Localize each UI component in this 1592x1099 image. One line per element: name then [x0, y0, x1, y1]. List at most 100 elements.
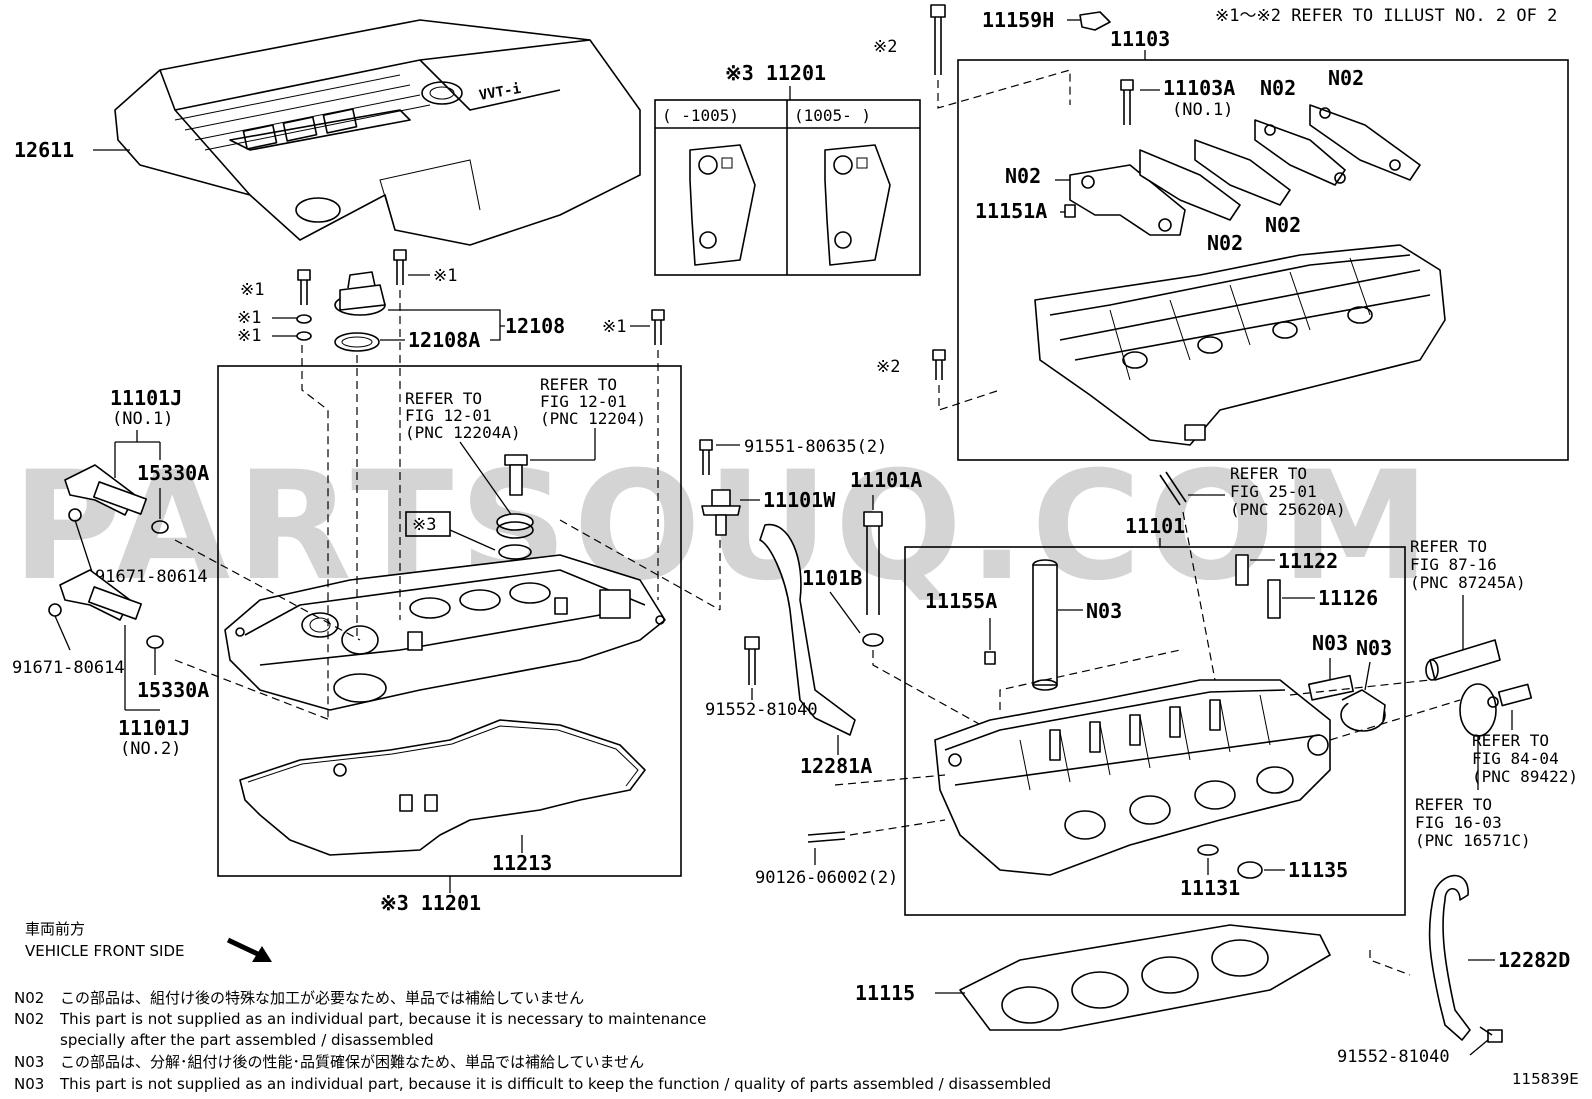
engine-hanger-12282D[interactable]	[1428, 874, 1471, 1041]
label-11131[interactable]: 11131	[1180, 876, 1240, 900]
label-11126[interactable]: 11126	[1318, 586, 1378, 610]
ref5-line1[interactable]: REFER TO	[1472, 731, 1549, 750]
bolt-11103A[interactable]	[1120, 79, 1134, 125]
label-n02-b[interactable]: N02	[1328, 66, 1364, 90]
bolt-mark1-right[interactable]	[651, 309, 665, 345]
label-91552-2[interactable]: 91552-81040	[1337, 1047, 1450, 1067]
label-n03-b[interactable]: N03	[1312, 631, 1348, 655]
label-n02-c[interactable]: N02	[1005, 164, 1041, 188]
label-11159H[interactable]: 11159H	[982, 8, 1054, 32]
ref1-line2[interactable]: FIG 12-01	[405, 406, 492, 425]
label-12108A[interactable]: 12108A	[408, 328, 480, 352]
label-11101J-1[interactable]: 11101J	[110, 386, 182, 410]
washer-mark1-b[interactable]	[296, 331, 312, 341]
label-11101A[interactable]: 11101A	[850, 468, 922, 492]
label-91671-2[interactable]: 91671-80614	[12, 658, 125, 678]
label-15330A-1[interactable]: 15330A	[137, 461, 209, 485]
label-11101J-2[interactable]: 11101J	[118, 716, 190, 740]
bolt-11101A[interactable]	[863, 511, 883, 615]
plug-11135[interactable]	[1237, 861, 1263, 879]
label-11103A[interactable]: 11103A	[1163, 76, 1235, 100]
label-12611[interactable]: 12611	[14, 138, 74, 162]
label-91552-1[interactable]: 91552-81040	[705, 700, 818, 720]
oil-filler-cap-12108[interactable]	[334, 271, 386, 316]
label-n03-c[interactable]: N03	[1356, 636, 1392, 660]
gasket-11213[interactable]	[239, 719, 646, 856]
ref2-line1[interactable]: REFER TO	[540, 375, 617, 394]
label-n02-a[interactable]: N02	[1260, 76, 1296, 100]
ocv-valve-no1[interactable]	[64, 464, 148, 522]
pcv-grommet[interactable]	[496, 513, 534, 560]
ref3-line2[interactable]: FIG 25-01	[1230, 482, 1317, 501]
bolt-91552-right[interactable]	[1479, 1026, 1503, 1043]
pcv-fitting[interactable]	[504, 454, 528, 496]
head-gasket-11115[interactable]	[959, 924, 1331, 1031]
label-n03-a[interactable]: N03	[1086, 599, 1122, 623]
ref4-line1[interactable]: REFER TO	[1410, 537, 1487, 556]
dowel-11151A[interactable]	[1064, 204, 1076, 218]
label-90126[interactable]: 90126-06002(2)	[755, 868, 898, 888]
stud-25620A[interactable]	[1159, 471, 1187, 506]
ref1-line3[interactable]: (PNC 12204A)	[405, 423, 521, 442]
plug-11131[interactable]	[1197, 844, 1219, 856]
part-11159H[interactable]	[1079, 11, 1111, 31]
engine-hanger-12281A[interactable]	[759, 523, 856, 736]
label-11151A[interactable]: 11151A	[975, 199, 1047, 223]
stud-90126[interactable]	[807, 831, 846, 843]
cup-n03[interactable]	[1340, 689, 1386, 732]
bolt-mark2-mid[interactable]	[932, 349, 946, 380]
label-11115[interactable]: 11115	[855, 981, 915, 1005]
label-11101B[interactable]: 11101B	[790, 566, 862, 590]
washer-11101B[interactable]	[862, 633, 884, 647]
label-n02-e[interactable]: N02	[1207, 231, 1243, 255]
o-ring-15330A-1[interactable]	[151, 520, 169, 534]
sensor-11101W[interactable]	[701, 489, 741, 536]
ref6-line1[interactable]: REFER TO	[1415, 795, 1492, 814]
ref2-line2[interactable]: FIG 12-01	[540, 392, 627, 411]
ocv-valve-no2[interactable]	[48, 569, 143, 621]
ref2-line3[interactable]: (PNC 12204)	[540, 409, 646, 428]
label-12282D[interactable]: 12282D	[1498, 948, 1570, 972]
sensor-89422[interactable]	[1487, 683, 1533, 708]
cup-16571C[interactable]	[1459, 683, 1497, 737]
label-91671-1[interactable]: 91671-80614	[95, 567, 208, 587]
o-ring-15330A-2[interactable]	[146, 635, 164, 649]
label-n02-d[interactable]: N02	[1265, 213, 1301, 237]
label-11101W[interactable]: 11101W	[763, 488, 836, 512]
bolt-mark1-left[interactable]	[297, 269, 311, 305]
ref5-line2[interactable]: FIG 84-04	[1472, 749, 1559, 768]
label-12281A[interactable]: 12281A	[800, 754, 872, 778]
guide-11126[interactable]	[1267, 579, 1281, 619]
guide-11122[interactable]	[1235, 554, 1249, 586]
bolt-91551[interactable]	[699, 439, 713, 475]
label-11213[interactable]: 11213	[492, 851, 552, 875]
label-11155A[interactable]: 11155A	[925, 589, 997, 613]
dowel-11155A[interactable]	[984, 651, 996, 665]
bearing-caps-n02[interactable]	[1069, 104, 1421, 236]
engine-cover-part[interactable]: VVT-i	[114, 19, 641, 246]
gasket-12108A[interactable]	[334, 332, 380, 352]
label-91551[interactable]: 91551-80635(2)	[744, 437, 887, 457]
plug-n03[interactable]	[1307, 674, 1354, 701]
bolt-mark2-top[interactable]	[930, 4, 946, 75]
ref3-line1[interactable]: REFER TO	[1230, 464, 1307, 483]
camshaft-housing[interactable]	[1034, 244, 1446, 446]
valve-cover[interactable]	[224, 554, 666, 711]
label-11103[interactable]: 11103	[1110, 27, 1170, 51]
ref6-line3[interactable]: (PNC 16571C)	[1415, 831, 1531, 850]
bolt-91552-left[interactable]	[744, 636, 760, 685]
washer-mark1-a[interactable]	[296, 314, 312, 324]
ref3-line3[interactable]: (PNC 25620A)	[1230, 500, 1346, 519]
label-11122[interactable]: 11122	[1278, 549, 1338, 573]
ref6-line2[interactable]: FIG 16-03	[1415, 813, 1502, 832]
label-11135[interactable]: 11135	[1288, 858, 1348, 882]
ref1-line1[interactable]: REFER TO	[405, 389, 482, 408]
ref5-line3[interactable]: (PNC 89422)	[1472, 767, 1578, 786]
sleeve-n03-tall[interactable]	[1032, 559, 1058, 691]
label-15330A-2[interactable]: 15330A	[137, 678, 209, 702]
ref4-line3[interactable]: (PNC 87245A)	[1410, 573, 1526, 592]
label-12108[interactable]: 12108	[505, 314, 565, 338]
ref4-line2[interactable]: FIG 87-16	[1410, 555, 1497, 574]
label-11101[interactable]: 11101	[1125, 514, 1185, 538]
cylinder-head-11101[interactable]	[934, 679, 1331, 876]
